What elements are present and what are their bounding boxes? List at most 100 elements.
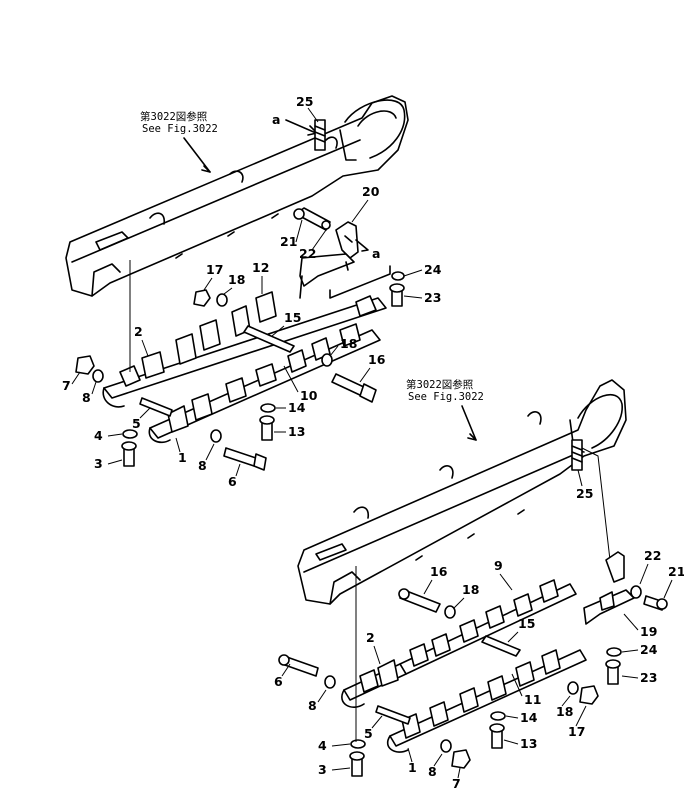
bolt-6-bottom xyxy=(278,654,319,677)
track-guard-upper-top xyxy=(102,291,387,408)
washer-8-top-a xyxy=(92,369,104,383)
callout-bottom-8: 8 xyxy=(308,698,317,713)
fig-ref-top-jp: 第3022図参照 xyxy=(140,110,208,123)
pin-5-bottom xyxy=(375,705,411,725)
view-a-arrow-top: a xyxy=(272,112,318,136)
bolt-3-top xyxy=(121,441,137,467)
bolt-21-top xyxy=(293,207,331,231)
washer-8-top-b xyxy=(210,429,222,443)
callout-bottom-5: 5 xyxy=(364,726,373,741)
callout-bottom-17: 17 xyxy=(568,724,585,739)
bolt-25-bottom xyxy=(571,439,611,561)
track-guard-9-bottom xyxy=(399,579,577,675)
washer-24-top xyxy=(391,271,405,281)
washer-14-bottom xyxy=(490,711,506,721)
callout-bottom-9: 9 xyxy=(494,558,503,573)
callout-top-24: 24 xyxy=(424,262,442,277)
callout-bottom-1: 1 xyxy=(408,760,417,775)
bracket-20-top: a xyxy=(335,221,380,261)
callout-bottom-4: 4 xyxy=(318,738,327,753)
bolt-16-bottom xyxy=(398,588,441,613)
bolt-25-top xyxy=(314,119,326,151)
bolt-3-bottom xyxy=(349,751,365,777)
track-guard-11-bottom xyxy=(386,649,587,753)
callout-bottom-14: 14 xyxy=(520,710,538,725)
washer-8-bottom-b xyxy=(440,739,452,753)
washer-18-bottom xyxy=(444,605,456,619)
washer-24-bottom xyxy=(606,647,622,657)
callout-top-2: 2 xyxy=(134,324,143,339)
callout-bottom-7: 7 xyxy=(452,776,461,790)
washer-8-bottom-a xyxy=(324,675,336,689)
callout-bottom-25: 25 xyxy=(576,486,593,501)
nut-17-bottom xyxy=(579,685,599,705)
callout-top-18b: 18 xyxy=(340,336,357,351)
callout-bottom-11: 11 xyxy=(524,692,541,707)
callout-top-14: 14 xyxy=(288,400,306,415)
callout-top-13: 13 xyxy=(288,424,305,439)
callout-bottom-18: 18 xyxy=(462,582,479,597)
callout-bottom-16: 16 xyxy=(430,564,448,579)
callout-top-25: 25 xyxy=(296,94,313,109)
callout-bottom-2: 2 xyxy=(366,630,375,645)
pin-5-top xyxy=(139,397,173,417)
callout-bottom-8b: 8 xyxy=(428,764,437,779)
washer-14-top xyxy=(260,403,276,413)
callout-bottom-15: 15 xyxy=(518,616,535,631)
bolt-6-top xyxy=(223,447,267,471)
washer-18-top-b xyxy=(321,353,333,367)
fig-ref-bottom-jp: 第3022図参照 xyxy=(406,378,474,391)
track-frame-top xyxy=(65,95,409,297)
callout-top-8b: 8 xyxy=(198,458,207,473)
callout-bottom-21: 21 xyxy=(668,564,684,579)
callout-bottom-22: 22 xyxy=(644,548,661,563)
bolt-21-bottom xyxy=(643,595,668,611)
callouts: 25 21 22 20 24 23 17 18 12 2 15 7 8 18 1… xyxy=(62,94,684,790)
svg-text:a: a xyxy=(372,246,380,261)
callout-top-23: 23 xyxy=(424,290,441,305)
washer-18-bottom-b xyxy=(567,681,579,695)
bolt-13-bottom xyxy=(489,723,505,749)
bolt-13-top xyxy=(259,415,275,441)
callout-bottom-23: 23 xyxy=(640,670,657,685)
bolt-23-bottom xyxy=(605,659,621,685)
nut-7-bottom xyxy=(451,749,471,769)
callout-top-12: 12 xyxy=(252,260,269,275)
callout-bottom-19: 19 xyxy=(640,624,657,639)
bolt-23-top xyxy=(389,283,405,307)
callout-bottom-13: 13 xyxy=(520,736,537,751)
callout-bottom-18b: 18 xyxy=(556,704,573,719)
nut-7-top xyxy=(75,355,95,375)
callout-top-18: 18 xyxy=(228,272,245,287)
callout-top-4: 4 xyxy=(94,428,103,443)
pin-15-bottom xyxy=(481,635,521,657)
view-a-label-top: a xyxy=(272,112,280,127)
pin-15-top xyxy=(243,325,295,353)
callout-top-20: 20 xyxy=(362,184,380,199)
fig-ref-top-en: See Fig.3022 xyxy=(142,123,218,135)
callout-top-5: 5 xyxy=(132,416,141,431)
washer-18-top xyxy=(216,293,228,307)
callout-bottom-24: 24 xyxy=(640,642,658,657)
callout-top-7: 7 xyxy=(62,378,71,393)
fig-ref-bottom-en: See Fig.3022 xyxy=(408,391,484,403)
bracket-19-bottom xyxy=(583,551,635,625)
callout-top-21: 21 xyxy=(280,234,297,249)
bracket-lower-top xyxy=(299,253,391,299)
washer-4-bottom xyxy=(350,739,366,749)
figure-reference-top: 第3022図参照 See Fig.3022 xyxy=(140,110,218,173)
callout-top-15: 15 xyxy=(284,310,301,325)
nut-17-top xyxy=(193,289,211,307)
washer-22-bottom xyxy=(630,585,642,599)
callout-bottom-3: 3 xyxy=(318,762,327,777)
callout-top-6: 6 xyxy=(228,474,237,489)
callout-top-16: 16 xyxy=(368,352,386,367)
bolt-16-top xyxy=(331,373,377,403)
track-guard-2-bottom xyxy=(341,659,407,708)
washer-4-top xyxy=(122,429,138,439)
callout-bottom-6: 6 xyxy=(274,674,283,689)
callout-top-17: 17 xyxy=(206,262,223,277)
figure-reference-bottom: 第3022図参照 See Fig.3022 xyxy=(406,378,484,441)
